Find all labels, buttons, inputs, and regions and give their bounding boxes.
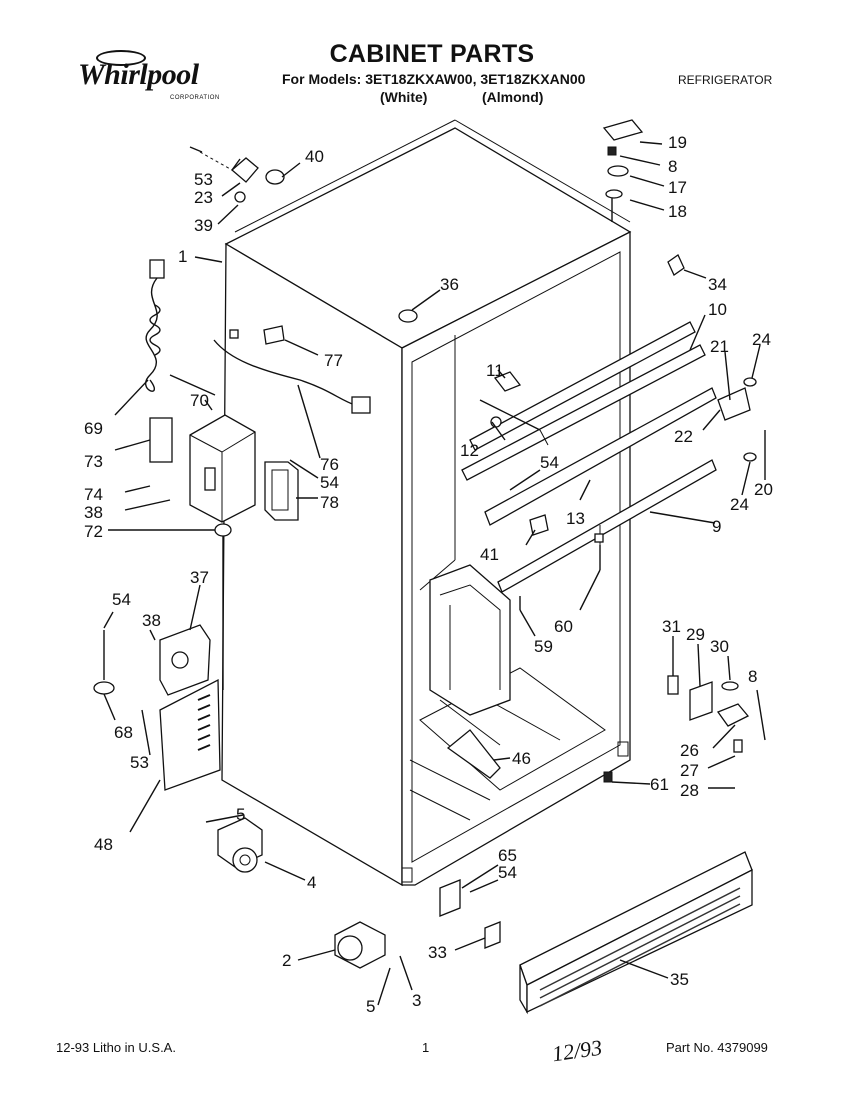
callout-38-b: 38: [142, 611, 161, 630]
callout-9: 9: [712, 517, 721, 536]
top-hinge-assembly: [602, 119, 685, 276]
model-numbers: For Models: 3ET18ZKXAW00, 3ET18ZKXAN00: [282, 71, 586, 87]
callout-70: 70: [190, 391, 209, 410]
callout-77: 77: [324, 351, 343, 370]
callout-68: 68: [114, 723, 133, 742]
callout-20: 20: [754, 480, 773, 499]
callout-54-d: 54: [498, 863, 517, 882]
callout-46: 46: [512, 749, 531, 768]
callout-24-top: 24: [752, 330, 771, 349]
color-white-label: (White): [380, 89, 428, 105]
callout-76: 76: [320, 455, 339, 474]
wiring-harness: [213, 325, 371, 414]
bottom-hinge-assembly: [603, 675, 750, 783]
callout-33: 33: [428, 943, 447, 962]
callout-17: 17: [668, 178, 687, 197]
color-almond-label: (Almond): [482, 89, 544, 105]
callout-21: 21: [710, 337, 729, 356]
bottom-bracket: [439, 879, 501, 949]
front-roller: [334, 921, 386, 969]
callout-5-b: 5: [366, 997, 375, 1016]
litho-note: 12-93 Litho in U.S.A.: [56, 1040, 176, 1055]
callout-29: 29: [686, 625, 705, 644]
callout-38: 38: [84, 503, 103, 522]
callout-22: 22: [674, 427, 693, 446]
callout-48: 48: [94, 835, 113, 854]
callout-19: 19: [668, 133, 687, 152]
callout-40: 40: [305, 147, 324, 166]
front-caster: [217, 817, 263, 873]
callout-2: 2: [282, 951, 291, 970]
callout-12: 12: [460, 441, 479, 460]
control-box: [149, 414, 299, 690]
callout-30: 30: [710, 637, 729, 656]
power-cord: [144, 259, 216, 396]
cabinet-shell: [221, 119, 632, 887]
callout-73: 73: [84, 452, 103, 471]
whirlpool-logo-oval: [96, 50, 146, 66]
callout-61: 61: [650, 775, 669, 794]
appliance-category: REFRIGERATOR: [678, 73, 773, 87]
callout-26: 26: [680, 741, 699, 760]
callout-34: 34: [708, 275, 727, 294]
callout-27: 27: [680, 761, 699, 780]
callout-28: 28: [680, 781, 699, 800]
callout-53: 53: [194, 170, 213, 189]
callout-8: 8: [668, 157, 677, 176]
callout-8-b: 8: [748, 667, 757, 686]
callout-54: 54: [540, 453, 559, 472]
part-number: Part No. 4379099: [666, 1040, 768, 1055]
callout-5: 5: [236, 805, 245, 824]
top-left-hardware: [189, 146, 285, 203]
callout-54-b: 54: [320, 473, 339, 492]
callout-1: 1: [178, 247, 187, 266]
callout-72: 72: [84, 522, 103, 541]
callout-23: 23: [194, 188, 213, 207]
brand-logo: Whirlpool: [78, 58, 199, 91]
toe-grille: [519, 851, 753, 1015]
callout-78: 78: [320, 493, 339, 512]
callout-65: 65: [498, 846, 517, 865]
page-title: CABINET PARTS: [329, 40, 535, 68]
callout-labels: 1 53 23 39 40 19 8 17 18 34 10 36 11 12 …: [84, 133, 773, 1016]
divider-rail-assembly: [461, 321, 717, 593]
leader-lines: [103, 141, 766, 1006]
callout-36: 36: [440, 275, 459, 294]
callout-35: 35: [670, 970, 689, 989]
callout-24-bottom: 24: [730, 495, 749, 514]
center-hinge-assembly: [717, 377, 757, 462]
callout-53-b: 53: [130, 753, 149, 772]
callout-11: 11: [486, 361, 504, 380]
callout-18: 18: [668, 202, 687, 221]
callout-4: 4: [307, 873, 316, 892]
callout-41: 41: [480, 545, 499, 564]
relay-and-bracket: [93, 624, 221, 791]
brand-subtitle: CORPORATION: [170, 95, 220, 101]
callout-3: 3: [412, 991, 421, 1010]
callout-74: 74: [84, 485, 103, 504]
callout-60: 60: [554, 617, 573, 636]
page-number: 1: [422, 1040, 430, 1055]
callout-31: 31: [662, 617, 681, 636]
callout-59: 59: [534, 637, 553, 656]
callout-10: 10: [708, 300, 727, 319]
callout-37: 37: [190, 568, 209, 587]
callout-39: 39: [194, 216, 213, 235]
callout-69: 69: [84, 419, 103, 438]
callout-13: 13: [566, 509, 585, 528]
callout-54-c: 54: [112, 590, 131, 609]
